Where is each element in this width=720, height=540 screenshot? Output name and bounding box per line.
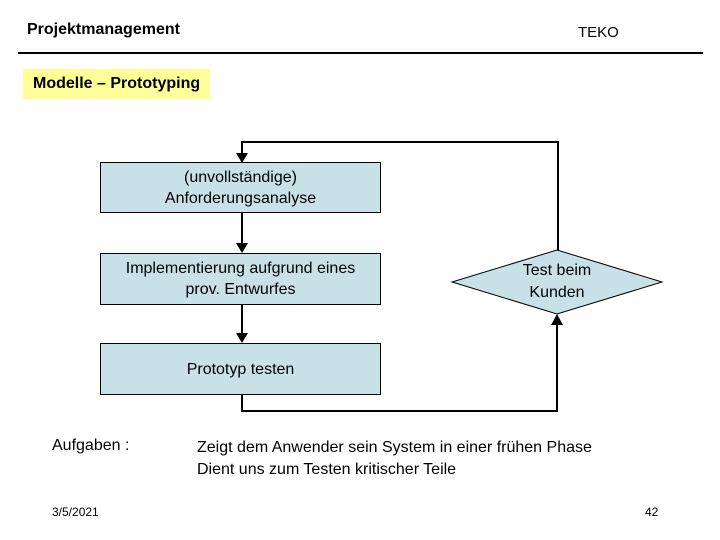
header-title: Projektmanagement bbox=[27, 21, 180, 38]
arrowhead-into-implementation bbox=[236, 243, 248, 253]
notes-line: Zeigt dem Anwender sein System in einer … bbox=[197, 439, 592, 456]
flow-box-anforderungsanalyse: (unvollständige) Anforderungsanalyse bbox=[100, 162, 381, 213]
flow-box-text-line: Anforderungsanalyse bbox=[164, 189, 317, 207]
flow-box-implementierung: Implementierung aufgrund eines prov. Ent… bbox=[100, 253, 381, 305]
flow-box-prototyp-testen: Prototyp testen bbox=[100, 343, 381, 395]
decision-text-line: Test beim bbox=[522, 262, 592, 279]
footer-date: 3/5/2021 bbox=[52, 505, 99, 519]
arrowhead-into-decision bbox=[551, 314, 563, 325]
decision-text-line: Kunden bbox=[529, 284, 585, 301]
notes-line: Dient uns zum Testen kritischer Teile bbox=[197, 461, 457, 478]
notes-body: Zeigt dem Anwender sein System in einer … bbox=[197, 437, 677, 481]
flow-box-text-line: prov. Entwurfes bbox=[185, 281, 296, 298]
flow-box-text-line: Implementierung aufgrund eines bbox=[125, 260, 356, 277]
notes-label: Aufgaben : bbox=[52, 437, 130, 454]
header-org: TEKO bbox=[578, 24, 619, 41]
decision-diamond-label: Test beim Kunden bbox=[477, 260, 637, 304]
slide-title: Modelle – Prototyping bbox=[23, 69, 211, 99]
flow-box-text-line: (unvollständige) bbox=[184, 168, 297, 186]
footer-page-number: 42 bbox=[645, 505, 659, 519]
flow-box-text-line: Prototyp testen bbox=[186, 360, 295, 378]
arrowhead-into-test-prototype bbox=[236, 333, 248, 343]
header-divider bbox=[18, 52, 703, 54]
